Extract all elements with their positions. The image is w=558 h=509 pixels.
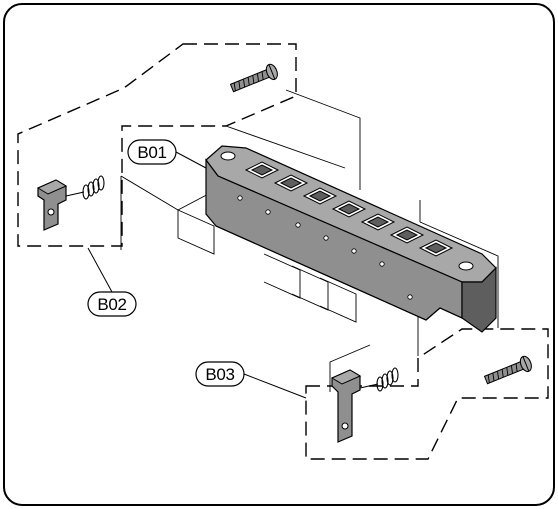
bridge-hole-right xyxy=(458,261,474,271)
dashed-group-boxes xyxy=(17,43,549,460)
callout-b02: B02 xyxy=(87,247,137,317)
spring-icon-left xyxy=(65,175,105,200)
bridge-hole-left xyxy=(220,151,236,161)
callout-b03: B03 xyxy=(195,361,307,399)
front-screw-holes xyxy=(237,195,413,300)
callout-label-b03: B03 xyxy=(205,365,234,384)
screw-icon-lower xyxy=(483,355,532,385)
dashed-box-right-clip xyxy=(305,328,549,460)
screw-icon xyxy=(229,63,278,93)
clip-icon-lower xyxy=(330,369,362,443)
spring-icon-lower xyxy=(359,367,399,392)
callout-label-b02: B02 xyxy=(97,295,126,314)
callout-label-b01: B01 xyxy=(137,143,166,162)
bridge-body xyxy=(205,145,497,333)
callout-b01: B01 xyxy=(127,139,207,169)
dashed-box-left-clip xyxy=(17,43,297,247)
saddle-row xyxy=(244,161,454,257)
clip-icon-left xyxy=(36,179,68,231)
